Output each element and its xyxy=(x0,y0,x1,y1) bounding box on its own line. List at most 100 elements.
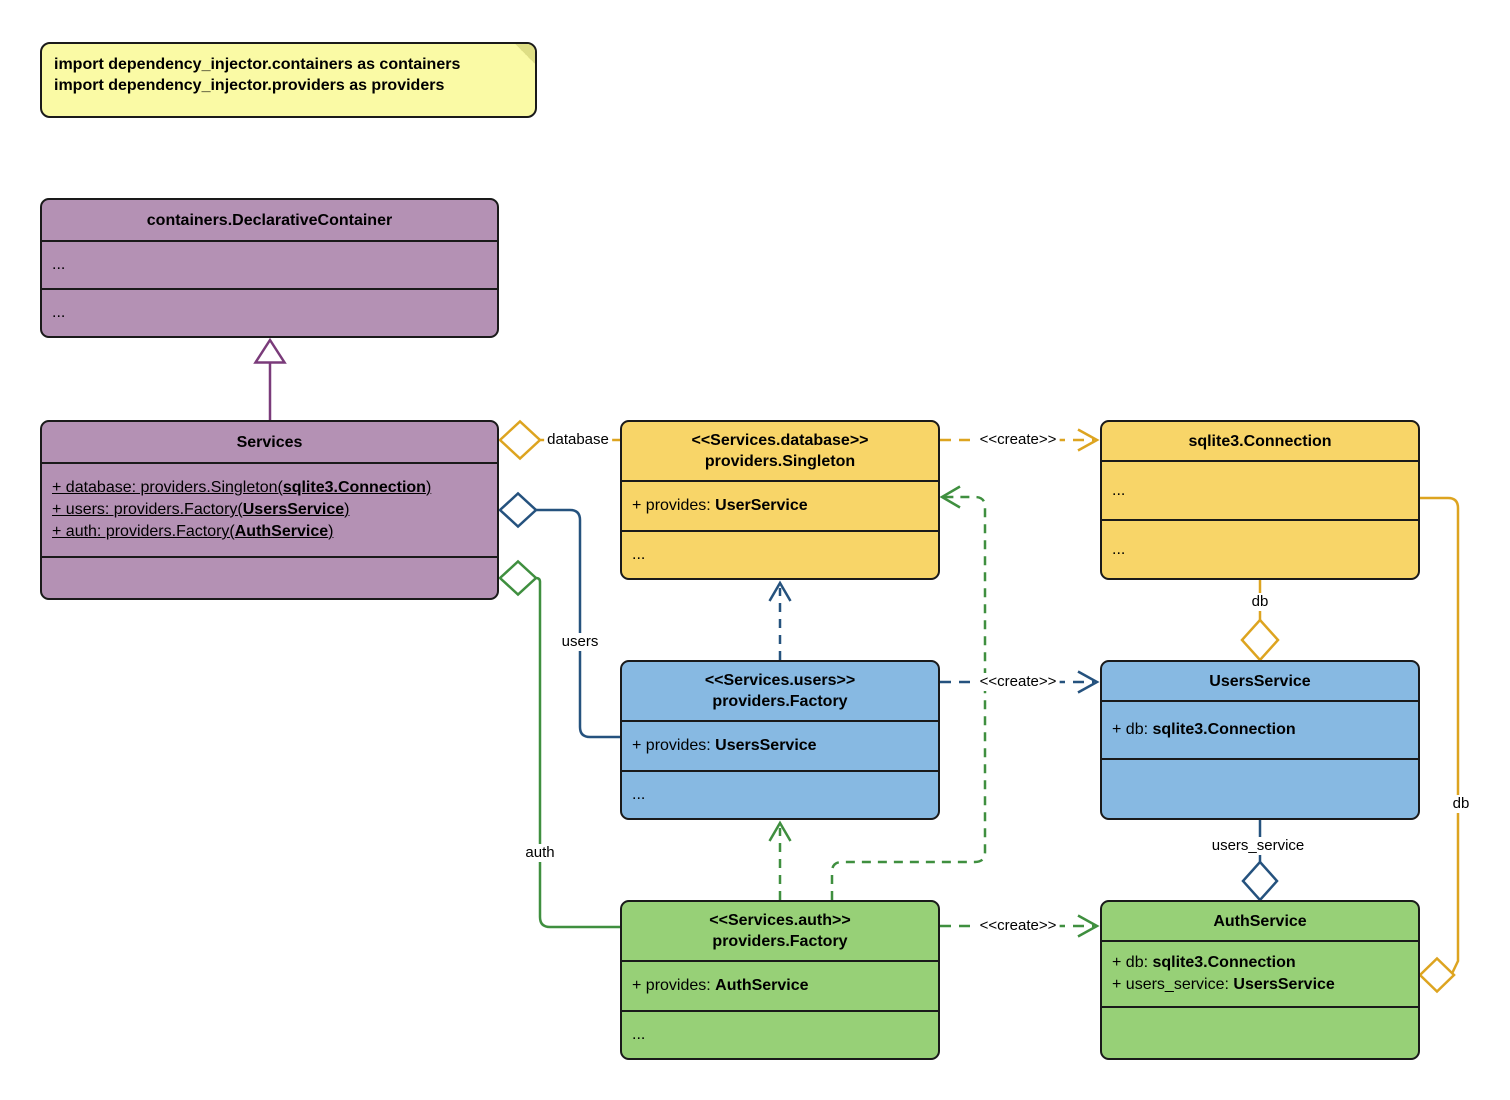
attribute-type: UserService xyxy=(715,497,808,514)
note-line: import dependency_injector.providers as … xyxy=(54,77,445,94)
attribute-line: + provides: UsersService xyxy=(632,735,928,757)
class-auth-service: AuthService + db: sqlite3.Connection + u… xyxy=(1100,900,1420,1060)
database-aggregation-diamond-icon xyxy=(498,419,542,461)
class-title: containers.DeclarativeContainer xyxy=(146,211,393,229)
attribute-line: + db: sqlite3.Connection xyxy=(1112,952,1408,974)
attribute-text: ) xyxy=(344,501,350,518)
class-methods-empty xyxy=(42,556,497,598)
class-attributes: + database: providers.Singleton(sqlite3.… xyxy=(42,462,497,556)
class-auth-factory: <<Services.auth>> providers.Factory + pr… xyxy=(620,900,940,1060)
auth-factory-to-users-factory-arrowhead-icon xyxy=(768,820,792,842)
class-methods-empty xyxy=(1102,758,1418,818)
attribute-type: sqlite3.Connection xyxy=(1152,954,1296,971)
attribute-type: AuthService xyxy=(715,977,809,994)
class-title: sqlite3.Connection xyxy=(1188,432,1332,450)
auth-factory-to-singleton-dashed-line xyxy=(830,495,987,900)
attribute-line: + auth: providers.Factory(AuthService) xyxy=(52,521,487,543)
class-title-text: providers.Factory xyxy=(712,933,848,950)
attribute-text: + database: providers.Singleton( xyxy=(52,479,283,496)
edge-label-users: users xyxy=(558,633,602,651)
class-stereotype: <<Services.database>> xyxy=(691,432,869,449)
class-methods-placeholder: ... xyxy=(1102,519,1418,578)
auth-edge-line xyxy=(535,576,620,929)
class-title-text: providers.Singleton xyxy=(704,453,856,470)
attribute-text: + auth: providers.Factory( xyxy=(52,523,235,540)
class-methods-placeholder: ... xyxy=(622,530,938,578)
class-stereotype: <<Services.users>> xyxy=(704,672,856,689)
edge-label-users-service: users_service xyxy=(1208,837,1308,855)
edge-label-db-right: db xyxy=(1449,795,1473,813)
class-users-service: UsersService + db: sqlite3.Connection xyxy=(1100,660,1420,820)
class-methods-placeholder: ... xyxy=(622,1010,938,1058)
class-attributes-placeholder: ... xyxy=(42,240,497,288)
attribute-text: + provides: xyxy=(632,497,716,514)
edge-label-database: database xyxy=(544,431,612,449)
inheritance-edge-group xyxy=(253,337,287,420)
users-aggregation-diamond-icon xyxy=(498,491,538,529)
attribute-type: AuthService xyxy=(234,523,329,540)
inheritance-triangle-icon xyxy=(253,337,287,364)
class-users-factory: <<Services.users>> providers.Factory + p… xyxy=(620,660,940,820)
class-methods-empty xyxy=(1102,1006,1418,1058)
attribute-line: + provides: AuthService xyxy=(632,975,928,997)
db-right-edge-line xyxy=(1420,496,1460,974)
attribute-type: UsersService xyxy=(242,501,345,518)
class-title: UsersService xyxy=(1209,672,1311,690)
attribute-text: + db: xyxy=(1112,954,1153,971)
create-auth-arrowhead-icon xyxy=(1077,914,1100,938)
class-attributes: + provides: AuthService xyxy=(622,960,938,1010)
class-attributes: + provides: UsersService xyxy=(622,720,938,770)
edge-label-auth: auth xyxy=(522,844,558,862)
attribute-text: + users: providers.Factory( xyxy=(52,501,243,518)
attribute-type: UsersService xyxy=(715,737,817,754)
attribute-line: + users_service: UsersService xyxy=(1112,974,1408,996)
attribute-line: + provides: UserService xyxy=(632,495,928,517)
note-line: import dependency_injector.containers as… xyxy=(54,56,461,73)
imports-note: import dependency_injector.containers as… xyxy=(40,42,537,118)
class-methods-placeholder: ... xyxy=(622,770,938,818)
attribute-text: + provides: xyxy=(632,977,716,994)
attribute-type: sqlite3.Connection xyxy=(1152,721,1296,738)
class-title: <<Services.users>> providers.Factory xyxy=(622,662,938,720)
yellow-edge-group xyxy=(498,419,1460,994)
class-declarative-container: containers.DeclarativeContainer ... ... xyxy=(40,198,499,338)
attribute-type: sqlite3.Connection xyxy=(282,479,426,496)
attribute-text: ) xyxy=(425,479,432,496)
edge-label-db-top: db xyxy=(1248,593,1272,611)
edge-label-create-auth: <<create>> xyxy=(976,917,1060,935)
db-aggregation-diamond-users-icon xyxy=(1240,618,1280,662)
create-database-arrowhead-icon xyxy=(1077,428,1100,452)
class-stereotype: <<Services.auth>> xyxy=(709,912,851,929)
class-services: Services + database: providers.Singleton… xyxy=(40,420,499,600)
attribute-type: UsersService xyxy=(1233,976,1335,993)
auth-aggregation-diamond-icon xyxy=(498,559,538,597)
auth-factory-to-singleton-arrowhead-icon xyxy=(939,485,961,509)
class-attributes-placeholder: ... xyxy=(1102,460,1418,519)
class-database-singleton: <<Services.database>> providers.Singleto… xyxy=(620,420,940,580)
edge-label-create-database: <<create>> xyxy=(976,431,1060,449)
class-title: <<Services.database>> providers.Singleto… xyxy=(622,422,938,480)
attribute-text: + users_service: xyxy=(1112,976,1234,993)
attribute-text: ) xyxy=(328,523,334,540)
attribute-line: + db: sqlite3.Connection xyxy=(1112,719,1408,741)
green-edge-group xyxy=(498,485,1100,938)
class-attributes: + db: sqlite3.Connection xyxy=(1102,700,1418,758)
note-fold-icon xyxy=(515,44,535,64)
class-title-text: providers.Factory xyxy=(712,693,848,710)
attribute-line: + users: providers.Factory(UsersService) xyxy=(52,499,487,521)
edge-label-create-users: <<create>> xyxy=(976,673,1060,691)
class-methods-placeholder: ... xyxy=(42,288,497,336)
class-attributes: + provides: UserService xyxy=(622,480,938,530)
users-edge-line xyxy=(536,508,620,739)
create-users-arrowhead-icon xyxy=(1077,670,1100,694)
class-attributes: + db: sqlite3.Connection + users_service… xyxy=(1102,940,1418,1006)
users-service-aggregation-diamond-icon xyxy=(1241,860,1279,902)
attribute-line: + database: providers.Singleton(sqlite3.… xyxy=(52,477,487,499)
class-sqlite3-connection: sqlite3.Connection ... ... xyxy=(1100,420,1420,580)
class-title: AuthService xyxy=(1213,912,1307,930)
attribute-text: + provides: xyxy=(632,737,716,754)
class-title: Services xyxy=(236,433,303,451)
class-title: <<Services.auth>> providers.Factory xyxy=(622,902,938,960)
attribute-text: + db: xyxy=(1112,721,1153,738)
